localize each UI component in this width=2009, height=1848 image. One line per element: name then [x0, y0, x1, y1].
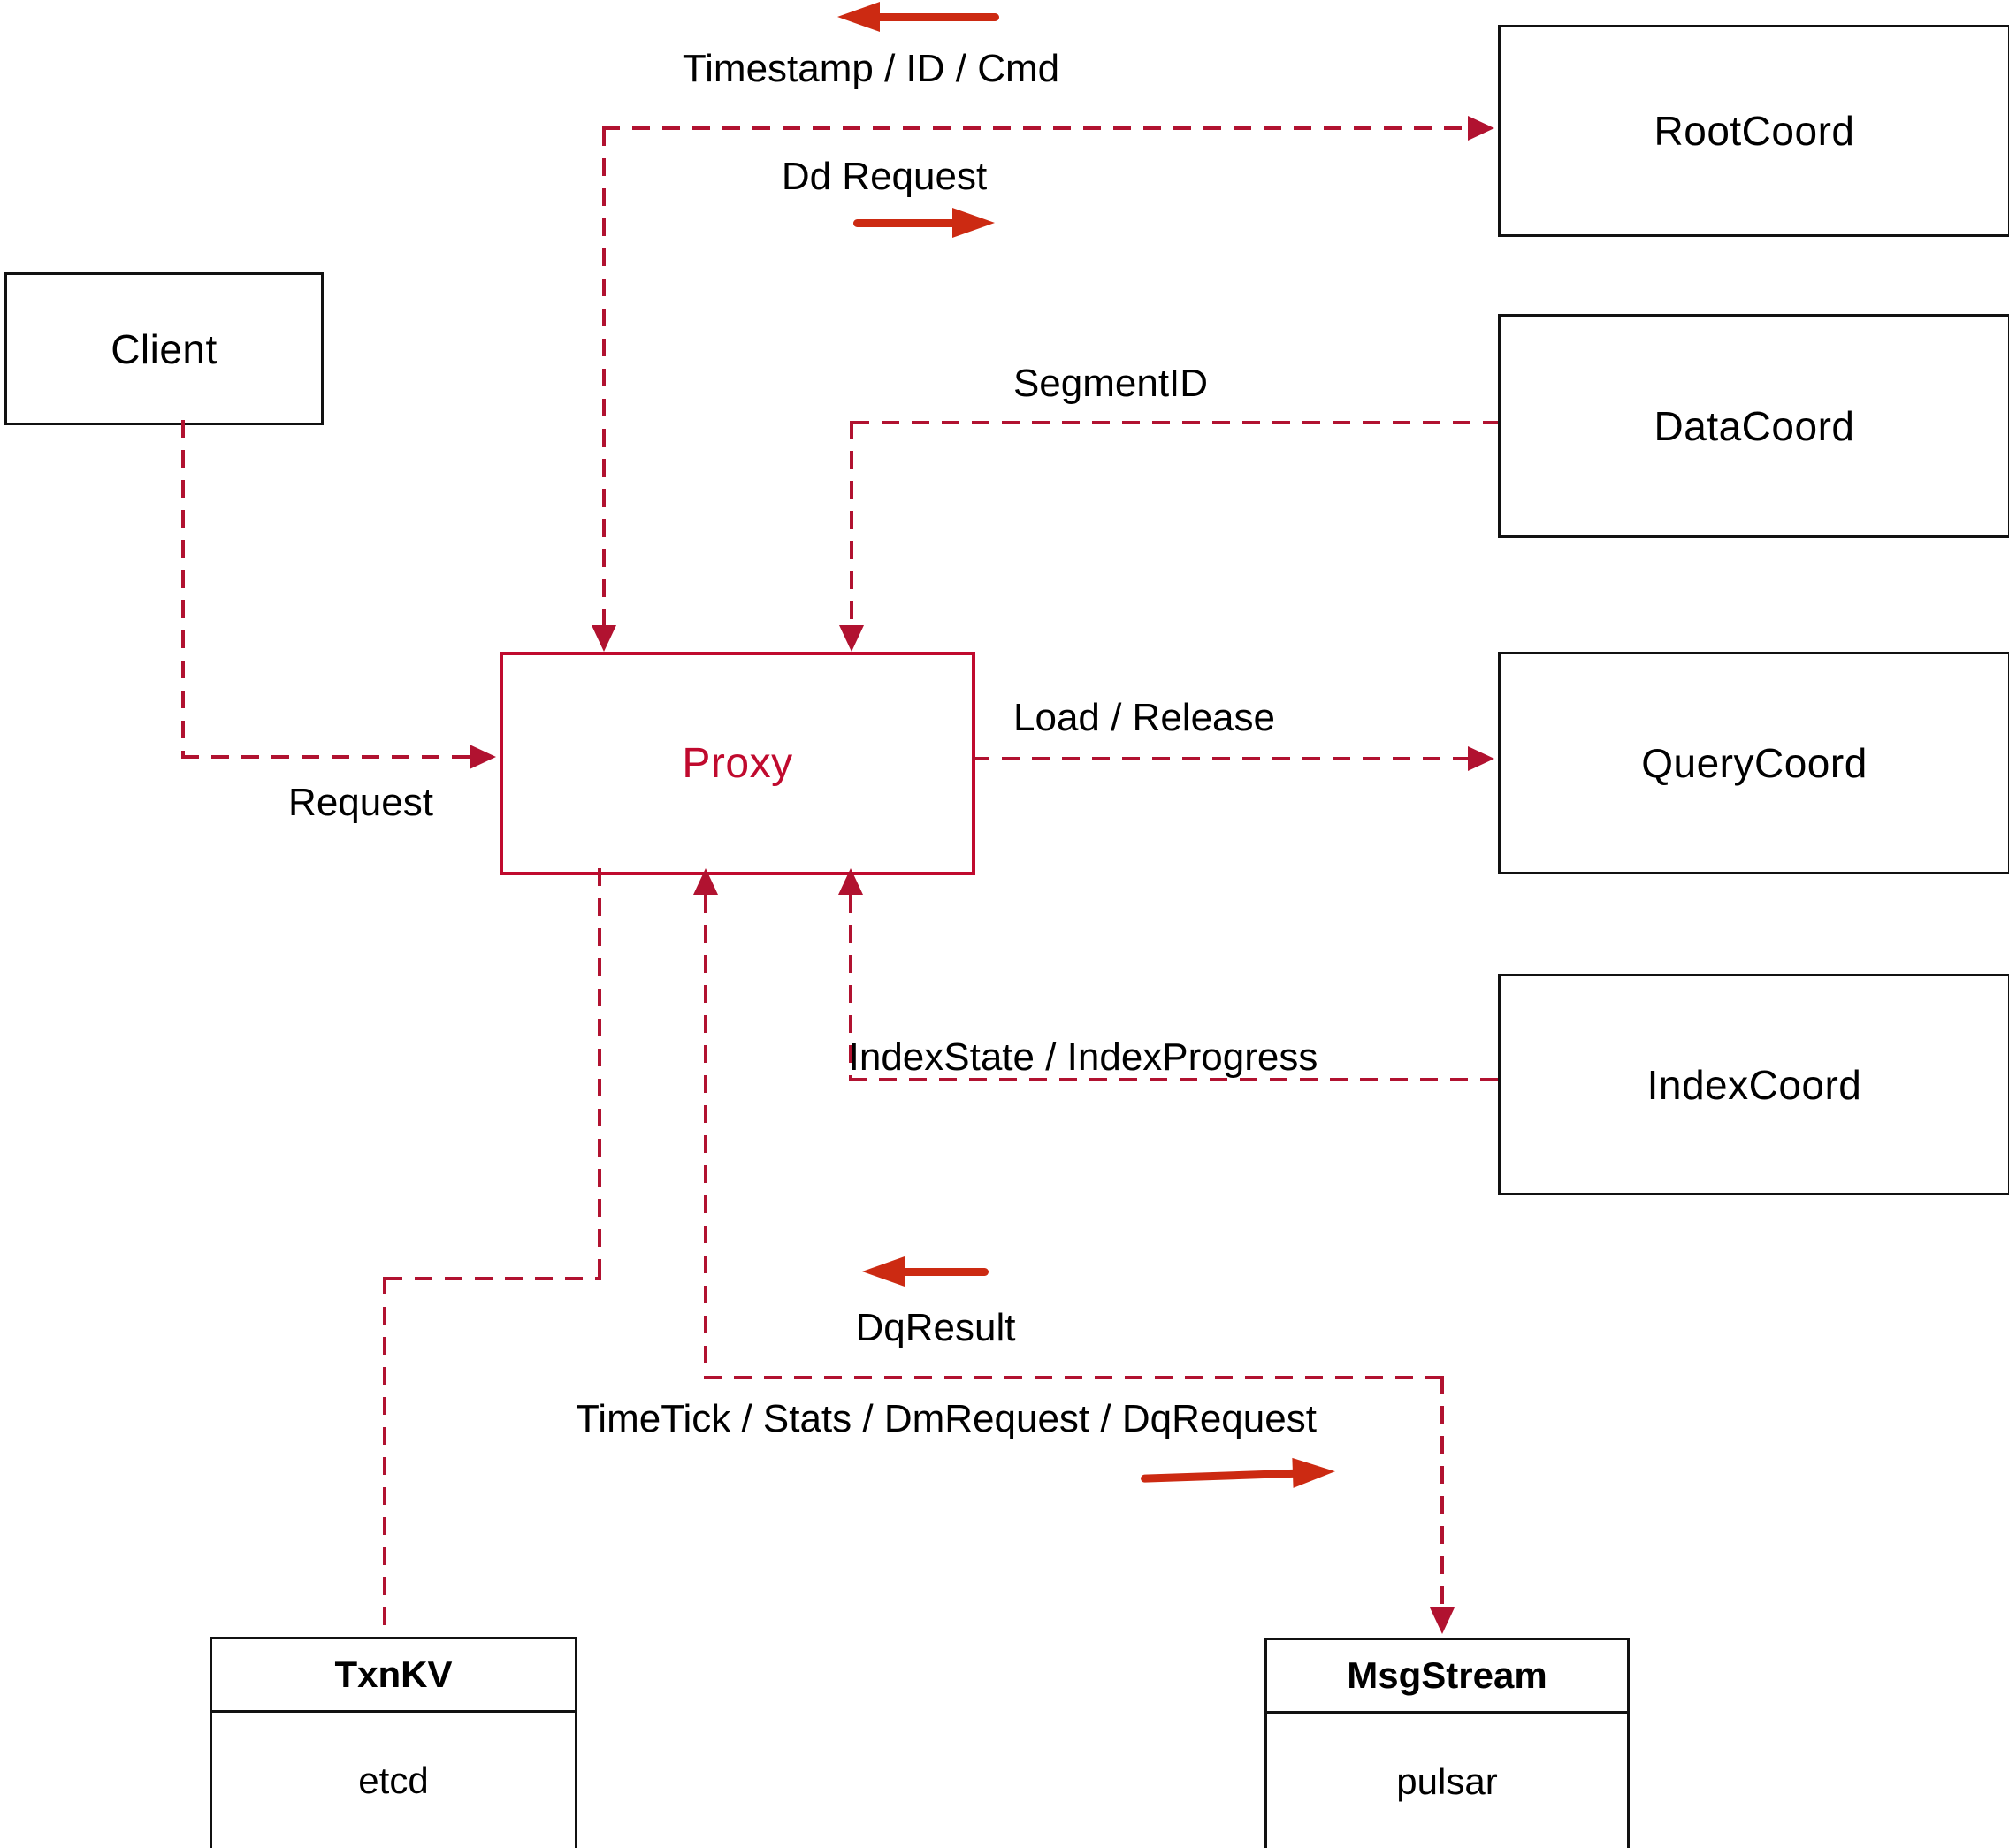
client-label: Client [111, 325, 218, 372]
edge-proxy-txnkv-vertical-upper [598, 868, 601, 1279]
arrowhead-into-rootcoord-icon [1468, 116, 1494, 141]
edge-indexcoord-proxy-vertical [849, 895, 852, 1078]
querycoord-label: QueryCoord [1641, 740, 1868, 786]
datacoord-label: DataCoord [1654, 402, 1855, 449]
edge-datacoord-proxy-vertical [850, 421, 853, 625]
edge-label-indexstate-indexprogress: IndexState / IndexProgress [848, 1035, 1318, 1079]
txnkv-title: TxnKV [212, 1639, 575, 1713]
txnkv-impl: etcd [358, 1760, 429, 1801]
edge-datacoord-proxy-horizontal [852, 421, 1498, 424]
proxy-box: Proxy [500, 652, 975, 875]
arrowhead-into-querycoord-icon [1468, 746, 1494, 771]
edge-proxy-msgstream-horizontal [704, 1376, 1442, 1379]
edge-proxy-msgstream-vertical-upper [704, 895, 707, 1376]
edge-client-proxy-horizontal [181, 755, 470, 759]
msgstream-impl: pulsar [1396, 1760, 1498, 1802]
arrowhead-into-proxy-bottom-right-icon [838, 868, 863, 895]
querycoord-box: QueryCoord [1498, 652, 2009, 874]
request-direction-right-arrow-icon [853, 208, 995, 238]
edge-label-dqresult: DqResult [855, 1306, 1016, 1349]
edge-proxy-msgstream-vertical-lower [1440, 1376, 1444, 1607]
indexcoord-box: IndexCoord [1498, 974, 2009, 1195]
arrowhead-into-proxy-left-icon [470, 745, 496, 769]
edge-label-request: Request [288, 781, 433, 824]
edge-proxy-rootcoord-vertical [602, 128, 606, 625]
datacoord-box: DataCoord [1498, 314, 2009, 538]
edge-proxy-rootcoord-horizontal [602, 126, 1468, 130]
rootcoord-box: RootCoord [1498, 25, 2009, 237]
proxy-label: Proxy [682, 740, 793, 787]
msgstream-title: MsgStream [1267, 1640, 1627, 1714]
edge-proxy-txnkv-vertical-lower [383, 1277, 386, 1637]
arrowhead-into-proxy-bottom-left-icon [693, 868, 718, 895]
dqresult-direction-left-arrow-icon [862, 1256, 989, 1287]
txnkv-box: TxnKV etcd [210, 1637, 577, 1848]
client-box: Client [4, 272, 324, 425]
edge-proxy-querycoord-horizontal [972, 757, 1468, 760]
dqrequest-direction-right-arrow-icon [1140, 1456, 1336, 1493]
response-direction-left-arrow-icon [837, 2, 999, 32]
arrowhead-into-proxy-top-left-icon [592, 625, 616, 652]
edge-proxy-txnkv-horizontal [385, 1277, 601, 1280]
edge-label-segmentid: SegmentID [1012, 362, 1209, 405]
msgstream-box: MsgStream pulsar [1264, 1638, 1630, 1848]
rootcoord-label: RootCoord [1654, 108, 1855, 154]
edge-client-proxy-vertical [181, 420, 185, 757]
indexcoord-label: IndexCoord [1646, 1061, 1862, 1108]
arrowhead-into-msgstream-icon [1430, 1607, 1455, 1634]
edge-label-load-release: Load / Release [1013, 696, 1275, 739]
edge-indexcoord-proxy-horizontal [849, 1078, 1498, 1081]
arrowhead-into-proxy-top-right-icon [839, 625, 864, 652]
edge-label-dd-request: Dd Request [781, 155, 988, 198]
edge-label-timestamp-id-cmd: Timestamp / ID / Cmd [682, 47, 1060, 90]
edge-label-timetick-stats-dmrequest-dqrequest: TimeTick / Stats / DmRequest / DqRequest [576, 1397, 1317, 1440]
